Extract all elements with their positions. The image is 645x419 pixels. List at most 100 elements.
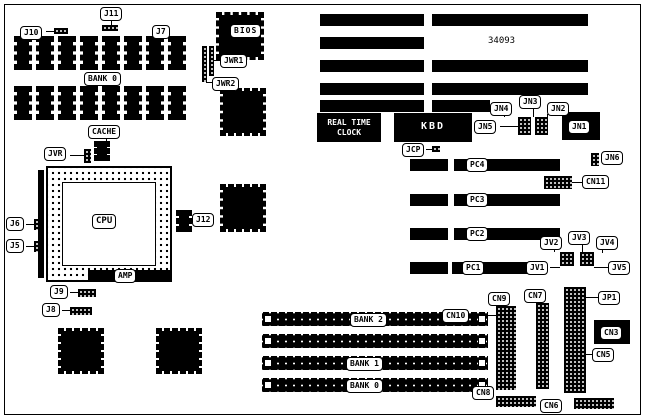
label-jv4: JV4 bbox=[596, 236, 619, 250]
label-pc3: PC3 bbox=[466, 193, 489, 207]
jumper-block-jn bbox=[535, 117, 548, 135]
chip-j12 bbox=[176, 210, 192, 232]
connector-j6 bbox=[34, 219, 40, 230]
simm-socket bbox=[262, 334, 488, 348]
connector-j5 bbox=[34, 241, 40, 252]
leader-line bbox=[547, 114, 548, 117]
leader-line bbox=[426, 149, 432, 150]
leader-line bbox=[106, 137, 107, 141]
label-jcp: JCP bbox=[402, 143, 425, 157]
label-j11: J11 bbox=[100, 7, 123, 21]
jumper-block-jn bbox=[518, 117, 531, 135]
dram-chip bbox=[58, 86, 76, 120]
rtc-label-line1: REAL TIME bbox=[327, 117, 371, 127]
leader-line bbox=[533, 107, 534, 117]
cpu-label: CPU bbox=[92, 214, 117, 229]
ic-chip bbox=[156, 328, 202, 374]
dram-chip bbox=[168, 86, 186, 120]
ic-chip bbox=[58, 328, 104, 374]
label-jv3: JV3 bbox=[568, 231, 591, 245]
dram-chip bbox=[124, 86, 142, 120]
pin-header-cn6 bbox=[574, 398, 614, 409]
expansion-slot bbox=[320, 37, 424, 49]
ic-chip bbox=[220, 88, 266, 136]
dram-chip bbox=[14, 86, 32, 120]
expansion-slot bbox=[320, 100, 424, 112]
label-jwr1: JWR1 bbox=[220, 54, 248, 68]
label-jv5: JV5 bbox=[608, 261, 631, 275]
label-j12: J12 bbox=[192, 213, 215, 227]
pc4-slot-segment bbox=[410, 159, 448, 171]
onboard-bank0-label: BANK 0 bbox=[84, 72, 121, 86]
dram-chip bbox=[146, 36, 164, 70]
expansion-slot bbox=[432, 83, 588, 95]
jumper-strip-jwr2 bbox=[202, 46, 207, 82]
label-j9: J9 bbox=[50, 285, 68, 299]
leader-line bbox=[214, 60, 220, 61]
connector-jvr bbox=[84, 149, 91, 163]
pc1-slot-segment bbox=[410, 262, 448, 274]
leader-line bbox=[554, 248, 555, 252]
leader-line bbox=[594, 267, 608, 268]
label-j5: J5 bbox=[6, 239, 24, 253]
dram-chip bbox=[36, 86, 54, 120]
label-pc2: PC2 bbox=[466, 227, 489, 241]
leader-line bbox=[474, 315, 496, 316]
leader-line bbox=[62, 310, 70, 311]
label-cn6: CN6 bbox=[540, 399, 563, 413]
part-number: 34093 bbox=[488, 36, 516, 46]
label-jvr: JVR bbox=[44, 147, 67, 161]
label-jv2: JV2 bbox=[540, 236, 563, 250]
connector-j10 bbox=[54, 28, 68, 34]
label-jn6: JN6 bbox=[601, 151, 624, 165]
label-j7: J7 bbox=[152, 25, 170, 39]
jumper-block-jv bbox=[580, 252, 594, 266]
connector-jn6 bbox=[591, 153, 599, 166]
connector-j9 bbox=[78, 289, 96, 297]
board-outline bbox=[4, 4, 641, 415]
dram-chip bbox=[14, 36, 32, 70]
label-jv1: JV1 bbox=[526, 261, 549, 275]
dram-chip bbox=[80, 86, 98, 120]
leader-line bbox=[586, 354, 592, 355]
label-jn2: JN2 bbox=[547, 102, 570, 116]
dram-chip bbox=[80, 36, 98, 70]
label-jn1: JN1 bbox=[568, 120, 591, 134]
label-j8: J8 bbox=[42, 303, 60, 317]
leader-line bbox=[26, 246, 34, 247]
label-cn11: CN11 bbox=[582, 175, 610, 189]
cache-chip bbox=[94, 141, 110, 161]
dram-chip bbox=[102, 36, 120, 70]
label-cn7: CN7 bbox=[524, 289, 547, 303]
pin-header-cn8 bbox=[496, 396, 536, 407]
label-jn4: JN4 bbox=[490, 102, 513, 116]
leader-line bbox=[586, 297, 598, 298]
leader-line bbox=[70, 155, 84, 156]
jumper-strip-jwr1 bbox=[209, 46, 214, 76]
dram-chip bbox=[36, 36, 54, 70]
expansion-slot bbox=[320, 83, 424, 95]
leader-line bbox=[111, 19, 112, 25]
dram-chip bbox=[58, 36, 76, 70]
amp-label: AMP bbox=[114, 269, 137, 283]
zif-lever bbox=[38, 170, 44, 278]
expansion-slot bbox=[432, 14, 588, 26]
label-j10: J10 bbox=[20, 26, 43, 40]
keyboard-controller-chip: KBD bbox=[394, 113, 472, 142]
simm-bank1-label: BANK 1 bbox=[346, 357, 383, 371]
pc3-slot-segment bbox=[410, 194, 448, 206]
label-pc4: PC4 bbox=[466, 158, 489, 172]
label-pc1: PC1 bbox=[462, 261, 485, 275]
dram-chip bbox=[124, 36, 142, 70]
label-cn3: CN3 bbox=[600, 326, 623, 340]
dram-chip bbox=[102, 86, 120, 120]
label-j6: J6 bbox=[6, 217, 24, 231]
leader-line bbox=[206, 82, 212, 83]
label-cn5: CN5 bbox=[592, 348, 615, 362]
expansion-slot bbox=[432, 60, 588, 72]
label-cn8: CN8 bbox=[472, 386, 495, 400]
expansion-slot bbox=[432, 100, 490, 112]
label-jwr2: JWR2 bbox=[212, 77, 240, 91]
pc2-slot-segment bbox=[410, 228, 448, 240]
simm-bank0-label: BANK 0 bbox=[346, 379, 383, 393]
